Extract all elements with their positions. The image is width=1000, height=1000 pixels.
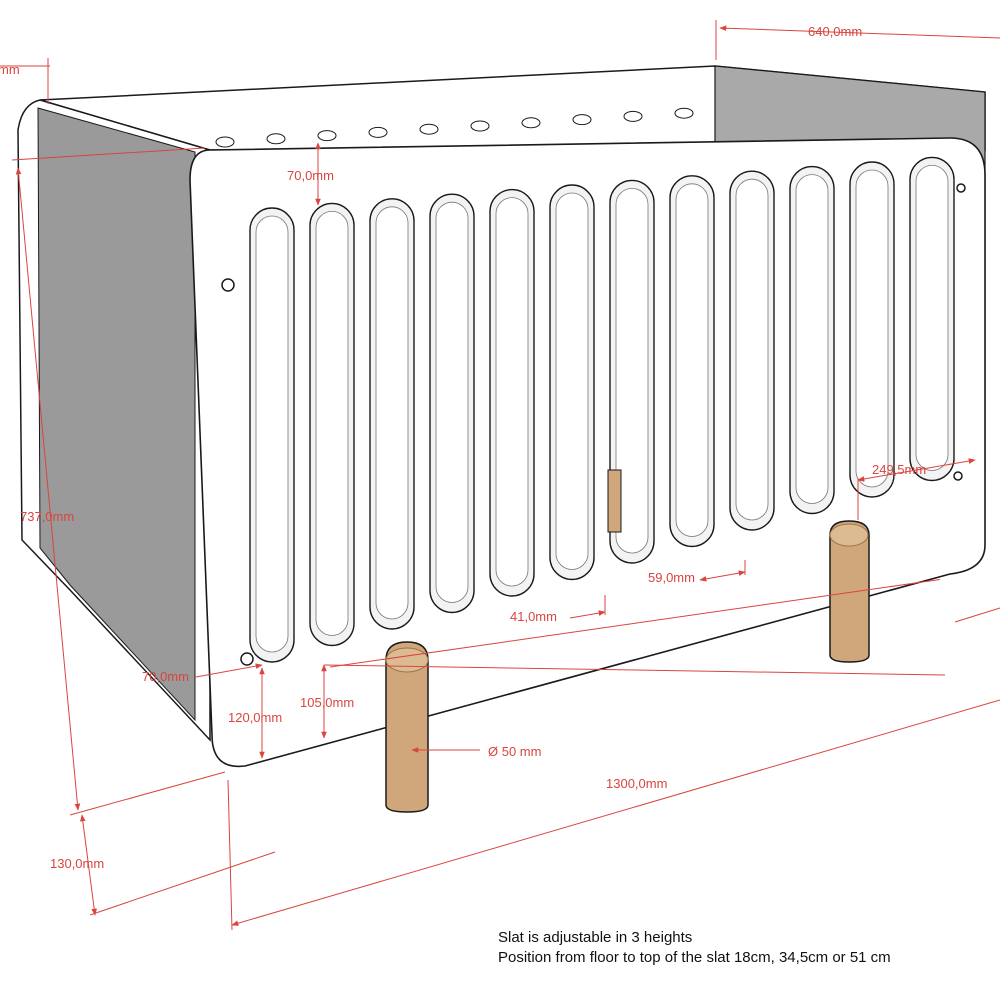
dim-cut-left: mm <box>0 62 20 77</box>
slat-opening-inner <box>615 188 649 554</box>
dim-top-rail: 70,0mm <box>287 168 334 183</box>
leg-back-middle <box>607 469 622 533</box>
back-knob <box>674 107 694 119</box>
dimension-line-bottom-rail <box>329 579 940 668</box>
front-panel <box>189 137 986 768</box>
slat-opening-inner <box>735 178 769 521</box>
front-panel-slat-openings <box>249 156 955 663</box>
dim-slat-gap: 59,0mm <box>648 570 695 585</box>
back-knob <box>419 123 439 135</box>
back-knob <box>572 114 592 126</box>
left-end-panel <box>17 99 211 742</box>
slat-opening-inner <box>795 174 829 504</box>
dim-bottom-rail-inner: 105,0mm <box>300 695 354 710</box>
leg-front-right <box>829 520 870 663</box>
note-line-2: Position from floor to top of the slat 1… <box>498 949 891 966</box>
slat-opening-inner <box>495 197 529 587</box>
dimension-lines <box>0 20 1000 931</box>
back-knob <box>470 120 490 132</box>
back-knob <box>215 136 235 148</box>
bolt-hole-top-left <box>221 278 235 292</box>
dim-length: 1300,0mm <box>606 776 667 791</box>
dim-leg-height: 130,0mm <box>50 856 104 871</box>
dim-depth: 640,0mm <box>808 24 862 39</box>
adjustability-note: Slat is adjustable in 3 heights Position… <box>498 928 891 968</box>
dim-height: 737,0mm <box>20 509 74 524</box>
slat-opening-inner <box>315 211 349 636</box>
bolt-hole-bottom-left <box>240 652 254 666</box>
note-line-1: Slat is adjustable in 3 heights <box>498 929 693 946</box>
slat-opening-inner <box>435 201 469 603</box>
leg-front-left <box>385 641 429 813</box>
back-knob <box>368 126 388 138</box>
slat-opening-inner <box>375 206 409 620</box>
back-knob <box>521 117 541 129</box>
bolt-hole-top-right <box>956 183 966 193</box>
dim-bottom-margin: 70,0mm <box>142 669 189 684</box>
slat-opening-inner <box>855 169 889 488</box>
dim-slat-width: 41,0mm <box>510 609 557 624</box>
slat-opening-inner <box>675 183 709 537</box>
dim-leg-diameter: Ø 50 mm <box>488 744 541 759</box>
back-panel-knobs <box>215 107 694 148</box>
back-knob <box>623 110 643 122</box>
slat-opening-inner <box>915 165 949 471</box>
bolt-hole-bottom-right <box>953 471 963 481</box>
back-knob <box>317 130 337 142</box>
slat-opening-inner <box>555 192 589 570</box>
dim-leg-offset: 249,5mm <box>872 462 926 477</box>
dim-bottom-rail-outer: 120,0mm <box>228 710 282 725</box>
back-knob <box>266 133 286 145</box>
slat-opening-inner <box>255 215 289 653</box>
